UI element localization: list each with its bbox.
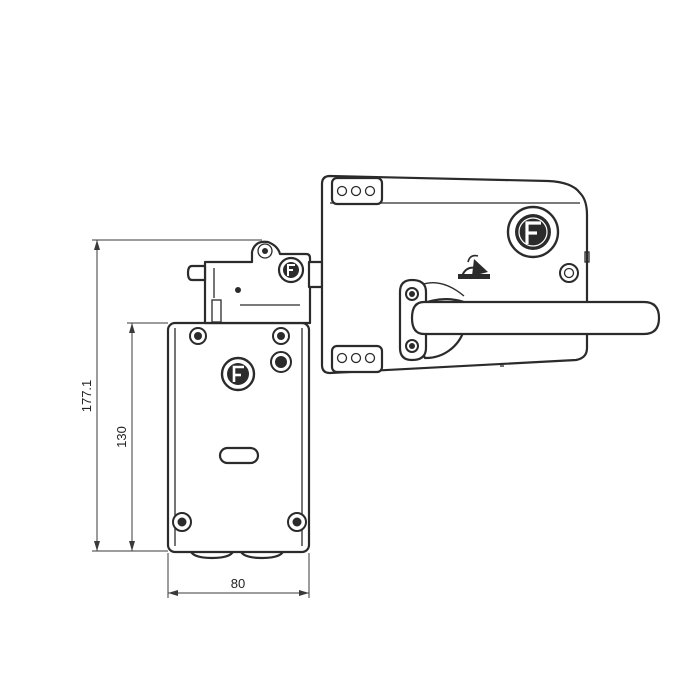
fortress-f-logo-icon-large <box>506 205 560 259</box>
fortress-f-logo-icon <box>220 356 256 392</box>
viewing-slot <box>218 446 260 465</box>
dimension-total-height: 177.1 <box>79 239 262 552</box>
fortress-f-logo-icon-small <box>277 256 305 284</box>
handle-screw-right <box>559 263 579 283</box>
screw-bottom-left <box>172 512 192 532</box>
dimension-label-total-height: 177.1 <box>79 380 94 413</box>
dimension-label-body-height: 130 <box>114 426 129 448</box>
screw-top-left <box>189 327 207 345</box>
dimension-body-width: 80 <box>167 553 310 598</box>
switch-unit <box>166 240 312 560</box>
dimension-body-height: 130 <box>114 322 168 551</box>
handle-unit <box>320 174 661 375</box>
mounting-holes-top <box>330 176 384 206</box>
dimension-label-body-width: 80 <box>231 576 245 591</box>
mounting-holes-bottom <box>330 344 384 374</box>
screw-top-right <box>272 327 290 345</box>
rotate-arrow-icon <box>458 254 490 279</box>
indicator-button <box>270 351 292 373</box>
handle-lever <box>410 300 661 336</box>
screw-bottom-right <box>287 512 307 532</box>
